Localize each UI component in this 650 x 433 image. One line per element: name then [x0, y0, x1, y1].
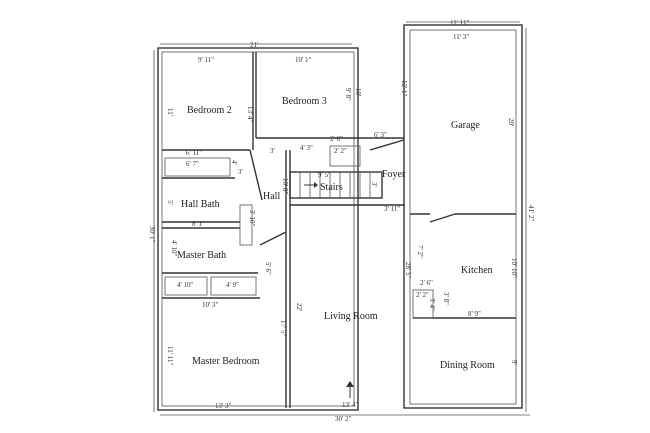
room-label-kitchen: Kitchen	[461, 265, 493, 276]
dim-label: 22'	[295, 303, 303, 311]
dim-label: 28' 5"	[404, 262, 412, 279]
room-label-stairs: Stairs	[320, 182, 343, 193]
dim-label: 10' 3"	[202, 301, 219, 309]
dimension-lines	[153, 21, 530, 416]
dim-label: 8' 9"	[468, 310, 481, 318]
dimension-labels: 21' 9' 11" 10' 1" 11' 13' 4" 9' 8" 10' 6…	[148, 19, 535, 423]
dim-label: 3'	[238, 168, 243, 176]
dim-label: 5' 6"	[264, 262, 272, 275]
dim-label: 9' 8"	[344, 88, 352, 101]
arrow-icon	[304, 182, 354, 398]
dim-label: 30' 1"	[148, 226, 156, 243]
dim-label: 4' 9"	[226, 281, 239, 289]
dim-label: 3'	[270, 147, 275, 155]
dim-label: 10' 8"	[281, 178, 289, 195]
dim-label: 2' 6"	[420, 279, 433, 287]
dim-label: 10'	[354, 88, 362, 96]
dim-label: 5'	[166, 200, 174, 205]
room-label-master-bedroom: Master Bedroom	[192, 356, 260, 367]
dim-label: 30' 2"	[335, 415, 352, 423]
room-label-dining-room: Dining Room	[440, 360, 495, 371]
room-label-hall: Hall	[263, 191, 280, 202]
room-label-hall-bath: Hall Bath	[181, 199, 220, 210]
dim-label: 2' 6"	[330, 135, 343, 143]
dim-label: 3' 8"	[442, 292, 450, 305]
dim-label: 6' 3"	[374, 131, 387, 139]
dim-label: 21'	[250, 41, 258, 49]
room-label-master-bath: Master Bath	[177, 250, 226, 261]
dim-label: 11' 11"	[166, 346, 174, 365]
room-label-living-room: Living Room	[324, 311, 378, 322]
dim-label: 11'	[166, 108, 174, 116]
room-label-bedroom-3: Bedroom 3	[282, 96, 327, 107]
dim-label: 3'	[370, 182, 378, 187]
dim-label: 20'	[507, 118, 515, 126]
dim-label: 4' 10"	[177, 281, 194, 289]
dim-label: 10' 1"	[295, 56, 312, 64]
dim-label: 3' 10"	[248, 210, 256, 227]
dim-label: 8' 1"	[192, 220, 205, 228]
dim-label: 4' 3"	[300, 144, 313, 152]
dim-label: 3' 4"	[428, 298, 436, 311]
dim-label: 11' 3"	[453, 33, 469, 41]
room-label-garage: Garage	[451, 120, 480, 131]
dim-label: 41' 2"	[527, 205, 535, 222]
dim-label: 17' 5"	[279, 320, 287, 337]
dim-label: 11' 11"	[450, 19, 469, 27]
dim-label: 13' 3"	[215, 402, 232, 410]
dim-label: 9' 11"	[198, 56, 214, 64]
walls	[157, 24, 523, 411]
dim-label: 7' 2"	[416, 245, 424, 258]
dim-label: 6' 11"	[186, 149, 202, 157]
dim-label: 2' 2"	[416, 291, 429, 299]
dim-label: 9'	[510, 360, 518, 365]
dim-label: 13' 4"	[342, 401, 359, 409]
dim-label: 3' 11"	[384, 205, 400, 213]
dim-label: 12' 1"	[400, 80, 408, 97]
dim-label: 4'	[230, 160, 238, 165]
dim-label: 10' 10"	[510, 258, 518, 278]
dim-label: 13' 4"	[246, 106, 254, 123]
room-label-foyer: Foyer	[382, 169, 406, 180]
dim-label: 9' 5"	[318, 171, 331, 179]
dim-label: 4' 10"	[170, 240, 178, 257]
room-label-bedroom-2: Bedroom 2	[187, 105, 232, 116]
dim-label: 2' 2"	[334, 147, 347, 155]
dim-label: 6' 7"	[186, 160, 199, 168]
